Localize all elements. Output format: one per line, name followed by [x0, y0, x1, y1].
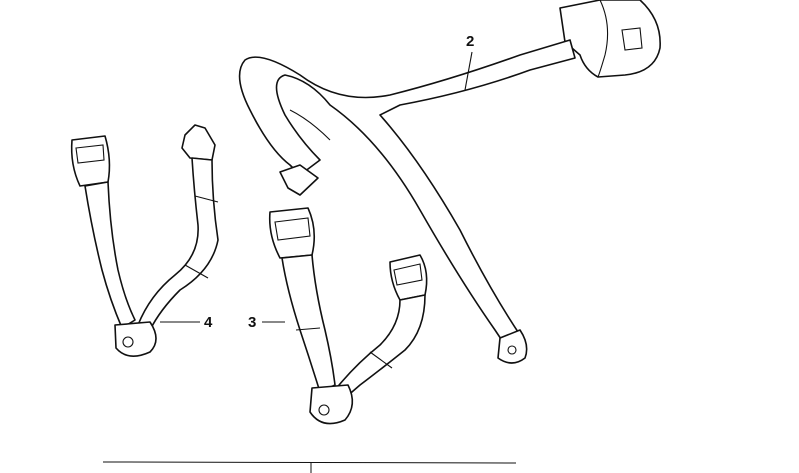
bottom-rule	[102, 461, 517, 464]
callout-label-3[interactable]: 3	[248, 314, 257, 331]
part-2-seat-belt[interactable]	[238, 0, 661, 364]
part-3-buckle-pair[interactable]	[262, 207, 428, 425]
buckle-strap-3-right	[334, 294, 426, 399]
retractor-housing	[559, 0, 661, 78]
tongue-4	[181, 124, 216, 161]
anchor-3	[309, 384, 354, 425]
anchor-4	[114, 321, 157, 357]
belt-webbing-upper	[238, 39, 576, 346]
part-4-buckle-set[interactable]	[70, 124, 219, 357]
tongue-strap-4	[137, 157, 219, 331]
buckle-strap-4	[84, 181, 136, 329]
buckle-strap-3-left	[281, 254, 336, 393]
callout-leader-2	[464, 51, 473, 91]
belt-tongue	[279, 164, 319, 196]
callout-label-2[interactable]: 2	[466, 33, 475, 50]
callout-label-4[interactable]: 4	[204, 314, 213, 331]
